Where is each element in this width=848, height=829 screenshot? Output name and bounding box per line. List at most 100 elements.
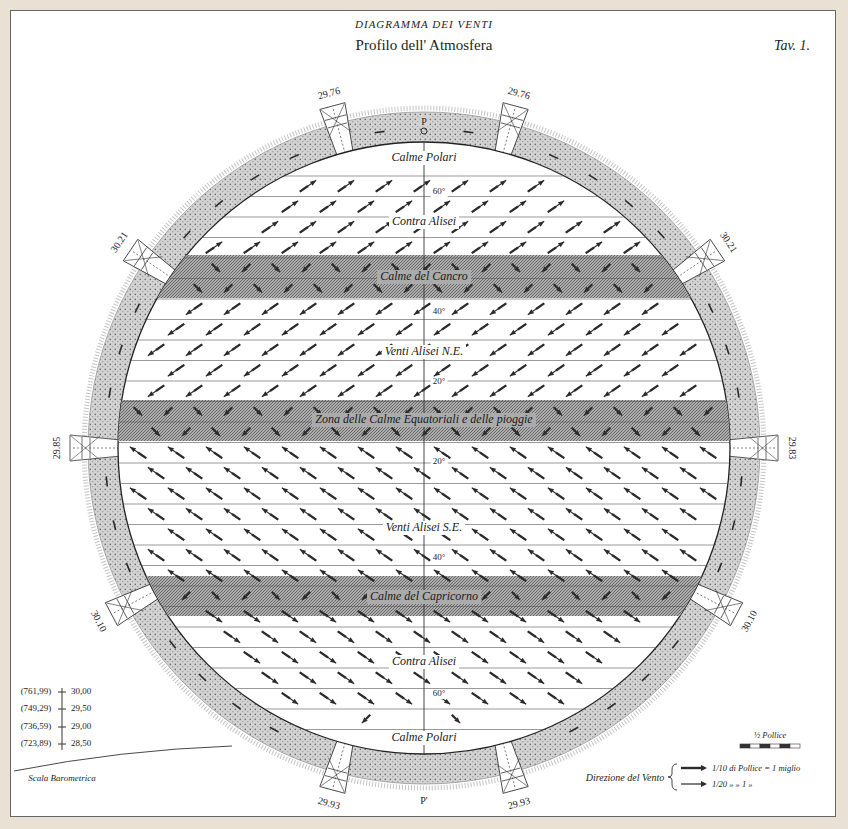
wind-arrow: [404, 284, 412, 292]
wind-arrow: [624, 488, 630, 493]
wind-arrow: [606, 592, 610, 596]
wind-arrow: [414, 549, 420, 554]
wind-arrow: [254, 617, 260, 622]
legend-row: 1/10 di Pollice = 1 miglio: [680, 760, 800, 776]
wind-arrow: [396, 371, 402, 376]
upper-wind-stroke: [184, 231, 191, 238]
wind-arrow: [584, 284, 592, 292]
wind-arrow: [414, 672, 430, 683]
wind-arrow: [130, 447, 136, 452]
wind-arrow: [490, 631, 506, 642]
wind-arrow: [254, 242, 260, 247]
wind-arrow: [460, 514, 468, 520]
wind-arrow: [482, 617, 488, 622]
wind-arrow: [376, 180, 392, 191]
wind-arrow: [358, 447, 374, 458]
wind-arrow: [256, 287, 262, 293]
wind-arrow: [452, 264, 456, 268]
wind-arrow: [510, 529, 516, 534]
wind-arrow: [358, 693, 374, 704]
scale-value: 30,00: [69, 687, 93, 697]
wind-arrow: [554, 407, 558, 411]
wind-arrow: [346, 514, 354, 520]
barometer-tube: [695, 248, 714, 271]
wind-arrow: [490, 303, 506, 314]
wind-arrow: [558, 658, 564, 663]
wind-arrow: [338, 303, 354, 314]
wind-arrow: [168, 447, 184, 458]
ring-label: 29.83: [787, 435, 798, 462]
wind-arrow: [376, 467, 392, 478]
wind-arrow: [688, 514, 696, 520]
wind-arrow: [692, 428, 696, 432]
wind-arrow: [472, 570, 488, 581]
wind-arrow: [368, 201, 374, 206]
wind-arrow: [300, 309, 306, 314]
wind-arrow: [510, 242, 526, 253]
wind-arrow: [434, 488, 440, 493]
wind-arrow: [282, 207, 290, 213]
wind-arrow: [688, 473, 696, 479]
wind-arrow: [624, 324, 640, 335]
wind-arrow: [548, 652, 556, 658]
wind-arrow: [616, 287, 622, 293]
wind-arrow: [434, 611, 450, 622]
barometer-tube: [70, 103, 778, 794]
wind-arrow: [542, 264, 550, 272]
wind-arrow: [362, 430, 368, 436]
wind-arrow: [168, 488, 184, 499]
wind-arrow: [270, 514, 278, 520]
wind-arrow: [460, 555, 468, 561]
wind-arrow: [358, 365, 374, 376]
wind-arrow: [616, 410, 622, 416]
upper-wind-stroke: [290, 155, 299, 159]
wind-arrow: [472, 324, 488, 335]
wind-arrow: [332, 264, 340, 272]
wind-arrow: [244, 652, 260, 663]
wind-arrow: [328, 535, 336, 541]
wind-arrow: [270, 473, 278, 479]
wind-arrow: [596, 617, 602, 622]
wind-arrow: [366, 428, 370, 432]
wind-arrow: [680, 508, 686, 513]
wind-arrow: [300, 672, 308, 678]
wind-arrow: [542, 266, 548, 272]
wind-arrow: [642, 309, 648, 314]
wind-arrow: [320, 611, 336, 622]
barometer-tube: [704, 590, 741, 625]
zone-label: Contra Alisei: [389, 655, 459, 669]
wind-arrow: [414, 186, 422, 192]
wind-arrow: [282, 242, 298, 253]
wind-arrow: [152, 428, 160, 436]
wind-arrow: [338, 467, 344, 472]
wind-arrow: [282, 693, 298, 704]
upper-wind-stroke: [672, 640, 678, 648]
wind-arrow: [320, 529, 336, 540]
wind-arrow: [434, 570, 450, 581]
ring-label: P: [419, 116, 429, 127]
wind-arrow: [274, 594, 280, 600]
wind-arrow: [282, 201, 298, 212]
wind-arrow: [510, 652, 518, 658]
wind-arrow: [490, 467, 496, 472]
wind-arrow: [292, 617, 298, 622]
wind-arrow: [548, 447, 564, 458]
wind-arrow: [252, 535, 260, 541]
wind-arrow: [330, 699, 336, 704]
wind-arrow: [346, 555, 354, 561]
wind-arrow: [634, 594, 640, 600]
wind-arrow: [576, 637, 582, 642]
wind-arrow: [376, 508, 392, 519]
wind-arrow: [546, 264, 550, 268]
wind-arrow: [614, 407, 618, 411]
wind-arrow: [358, 447, 364, 452]
wind-arrow: [486, 264, 490, 268]
wind-arrow: [528, 672, 544, 683]
wind-arrow: [604, 467, 620, 478]
wind-arrow: [346, 473, 354, 479]
wind-arrow: [604, 221, 620, 232]
wind-arrow: [206, 242, 222, 253]
wind-arrow: [612, 303, 620, 309]
wind-arrow: [500, 180, 506, 185]
wind-arrow: [586, 447, 592, 452]
